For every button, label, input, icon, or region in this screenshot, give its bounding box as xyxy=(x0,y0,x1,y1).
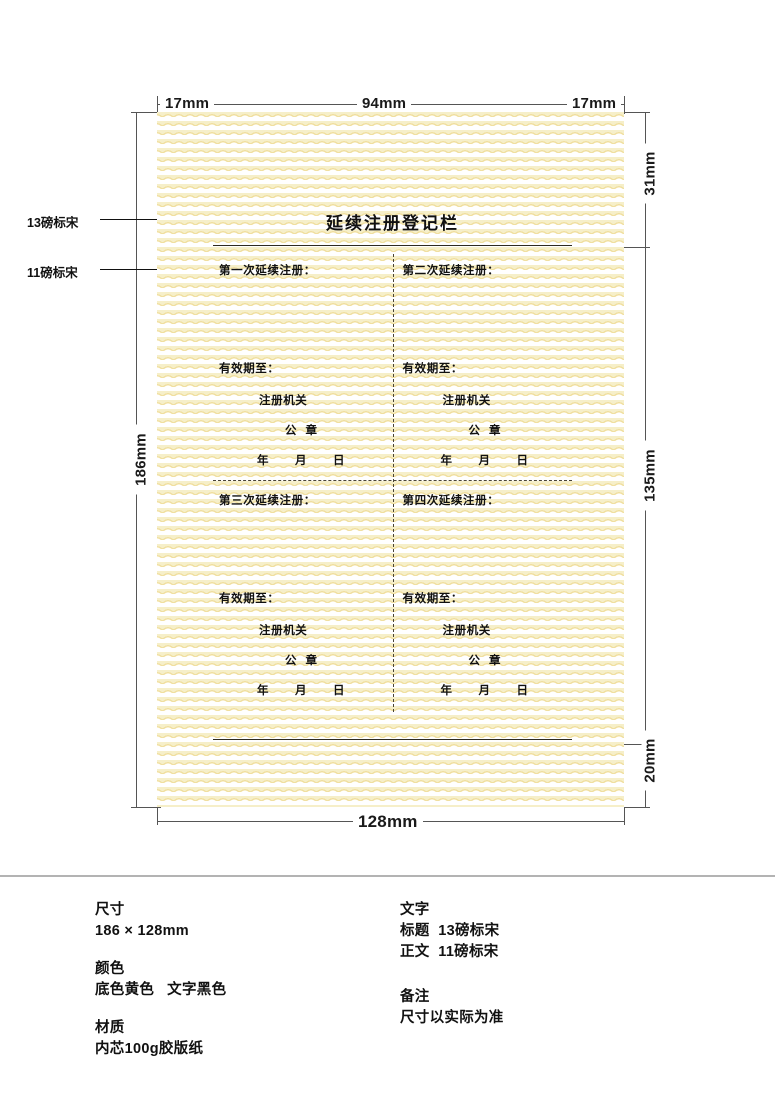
month-label: 月 xyxy=(295,683,308,697)
month-label: 月 xyxy=(478,453,491,467)
callout-label-title-font: 13磅标宋 xyxy=(27,216,79,230)
card-title: 延续注册登记栏 xyxy=(326,214,459,234)
authority-label: 注册机关 xyxy=(259,623,308,637)
date-line: 年月日 xyxy=(209,682,393,698)
bottom-rule xyxy=(213,739,572,740)
spec-key: 材质 xyxy=(95,1020,125,1037)
spec-key: 文字 xyxy=(400,902,430,918)
spec-group-remark: 备注 尺寸以实际为准 xyxy=(400,987,504,1029)
callout-line-body-font xyxy=(100,269,196,270)
dim-label-20mm: 20mm xyxy=(641,730,659,791)
date-line: 年月日 xyxy=(393,682,577,698)
date-line: 年月日 xyxy=(209,452,393,468)
callout-label-body-font: 11磅标宋 xyxy=(27,266,78,280)
registration-heading: 第三次延续注册： xyxy=(219,493,316,507)
authority-label: 注册机关 xyxy=(442,623,491,637)
year-label: 年 xyxy=(257,683,270,697)
certificate-card: 延续注册登记栏 第一次延续注册： 有效期至： 注册机关 公章 年月日 xyxy=(157,112,624,807)
seal-label: 公章 xyxy=(468,423,510,437)
spec-key: 尺寸 xyxy=(95,902,125,918)
valid-until-label: 有效期至： xyxy=(402,591,463,605)
registration-block-1: 第一次延续注册： 有效期至： 注册机关 公章 年 月 日 xyxy=(209,262,393,468)
dim-label-94mm: 94mm xyxy=(357,95,412,112)
dim-label-135mm: 135mm xyxy=(641,440,659,511)
month-label: 月 xyxy=(478,683,491,697)
spec-value: 标题 13磅标宋 正文 11磅标宋 xyxy=(400,923,500,961)
vertical-divider xyxy=(392,254,394,712)
authority-label: 注册机关 xyxy=(259,393,308,407)
dim-ext-left-bottom xyxy=(131,807,161,808)
day-label: 日 xyxy=(333,683,346,697)
spec-column-left: 尺寸 186 × 128mm 颜色 底色黄色 文字黑色 材质 内芯100g胶版纸 xyxy=(95,900,226,1077)
registration-block-3: 第三次延续注册： 有效期至： 注册机关 公章 年 月 日 xyxy=(209,492,393,698)
seal-label: 公章 xyxy=(468,653,510,667)
year-label: 年 xyxy=(440,453,453,467)
registration-block-2: 第二次延续注册： 有效期至： 注册机关 公章 年 月 日 xyxy=(393,262,577,468)
year-label: 年 xyxy=(440,683,453,697)
spec-value: 尺寸以实际为准 xyxy=(400,1010,504,1027)
dim-ext-left-top xyxy=(131,112,161,113)
year-label: 年 xyxy=(257,453,270,467)
spec-key: 颜色 xyxy=(95,961,125,978)
section-separator xyxy=(0,875,775,877)
dim-ext-right-31-top xyxy=(624,112,650,113)
card-inner: 延续注册登记栏 第一次延续注册： 有效期至： 注册机关 公章 年月日 xyxy=(157,112,624,807)
spec-group-size: 尺寸 186 × 128mm xyxy=(95,900,226,942)
registration-heading: 第一次延续注册： xyxy=(219,263,316,277)
card-content: 延续注册登记栏 第一次延续注册： 有效期至： 注册机关 公章 年月日 xyxy=(209,112,576,807)
spec-column-right: 文字 标题 13磅标宋 正文 11磅标宋 备注 尺寸以实际为准 xyxy=(400,900,504,1046)
dim-ext-top-right xyxy=(624,96,625,114)
dim-ext-right-31-bottom xyxy=(624,247,650,248)
dim-ext-bottom-right xyxy=(624,807,625,825)
seal-label: 公章 xyxy=(285,653,326,667)
dim-label-128mm: 128mm xyxy=(353,812,423,832)
dim-ext-right-20-bottom xyxy=(624,807,650,808)
spec-section: 尺寸 186 × 128mm 颜色 底色黄色 文字黑色 材质 内芯100g胶版纸… xyxy=(0,900,775,1070)
dim-label-186mm: 186mm xyxy=(132,424,150,495)
registration-block-4: 第四次延续注册： 有效期至： 注册机关 公章 年 月 日 xyxy=(393,492,577,698)
dim-label-17mm-left: 17mm xyxy=(160,95,215,112)
dim-ext-bottom-left xyxy=(157,807,158,825)
spec-value: 186 × 128mm xyxy=(95,923,189,940)
dim-ext-right-135-bottom xyxy=(624,744,650,745)
registration-heading: 第四次延续注册： xyxy=(402,493,500,507)
seal-label: 公章 xyxy=(285,423,326,437)
day-label: 日 xyxy=(516,683,529,697)
spec-key: 备注 xyxy=(400,989,430,1006)
date-line: 年月日 xyxy=(393,452,577,468)
day-label: 日 xyxy=(516,453,529,467)
title-underline xyxy=(213,245,572,246)
spec-value: 内芯100g胶版纸 xyxy=(95,1041,204,1058)
month-label: 月 xyxy=(295,453,308,467)
dim-label-17mm-right: 17mm xyxy=(567,95,622,112)
horizontal-divider xyxy=(213,480,572,481)
valid-until-label: 有效期至： xyxy=(219,361,280,375)
valid-until-label: 有效期至： xyxy=(219,591,280,605)
dim-label-31mm: 31mm xyxy=(641,143,659,204)
authority-label: 注册机关 xyxy=(442,393,491,407)
dim-ext-top-left xyxy=(157,96,158,114)
spec-group-material: 材质 内芯100g胶版纸 xyxy=(95,1018,226,1060)
valid-until-label: 有效期至： xyxy=(402,361,463,375)
registration-heading: 第二次延续注册： xyxy=(402,263,500,277)
spec-group-typography: 文字 标题 13磅标宋 正文 11磅标宋 xyxy=(400,900,504,963)
spec-value: 底色黄色 文字黑色 xyxy=(95,982,227,999)
spec-group-color: 颜色 底色黄色 文字黑色 xyxy=(95,959,226,1001)
day-label: 日 xyxy=(333,453,346,467)
